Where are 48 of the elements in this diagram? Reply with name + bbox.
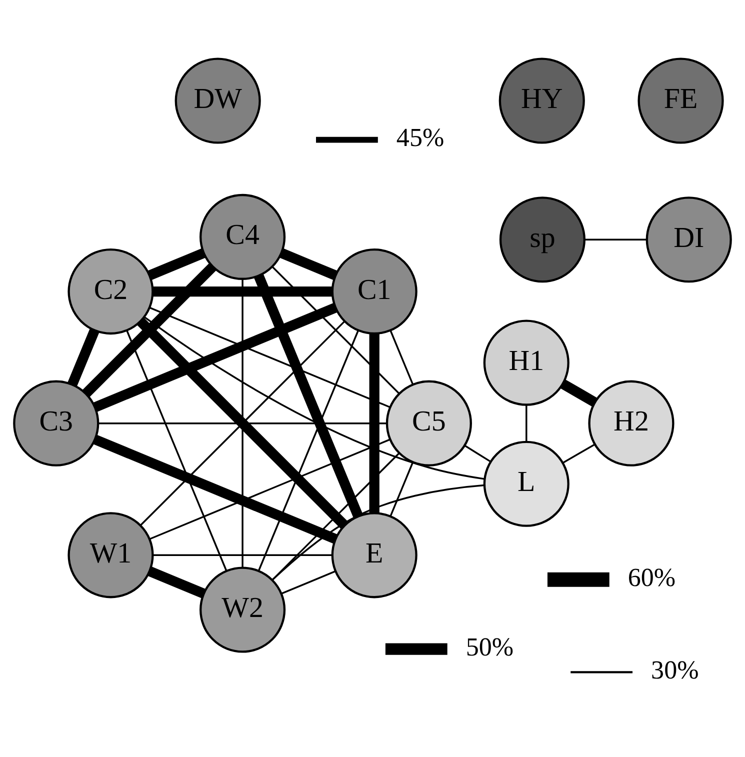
connector bbox=[148, 248, 206, 280]
connector bbox=[144, 316, 484, 480]
connector bbox=[526, 404, 528, 442]
connector bbox=[280, 248, 338, 280]
connector bbox=[93, 303, 338, 412]
node-circle: C2 bbox=[68, 248, 154, 335]
connector bbox=[369, 334, 380, 513]
connector bbox=[242, 278, 244, 568]
legend-label: 45% bbox=[396, 123, 444, 152]
connector bbox=[562, 444, 595, 464]
connector bbox=[152, 554, 332, 556]
connector bbox=[390, 330, 414, 385]
connector bbox=[126, 330, 228, 572]
node-circle: C5 bbox=[386, 380, 472, 466]
connector bbox=[584, 238, 647, 240]
legend-label: 60% bbox=[628, 562, 676, 592]
node-circle: W1 bbox=[68, 512, 154, 598]
node-circle: DW bbox=[174, 58, 261, 144]
legend-label: 30% bbox=[651, 656, 699, 685]
node-circle: HY bbox=[498, 58, 585, 144]
connector bbox=[254, 274, 363, 518]
node-circle: H2 bbox=[588, 380, 674, 466]
node-circle: L bbox=[483, 440, 570, 527]
node-circle: C4 bbox=[200, 194, 286, 280]
connector bbox=[152, 286, 332, 297]
node-circle: FE bbox=[638, 58, 724, 144]
connector bbox=[281, 570, 336, 594]
node-circle: sp bbox=[499, 196, 586, 283]
node-circle: E bbox=[331, 512, 418, 598]
connector bbox=[390, 462, 414, 517]
connector bbox=[148, 566, 206, 598]
connector bbox=[272, 484, 484, 581]
connector bbox=[149, 438, 390, 540]
node-circle: W2 bbox=[200, 566, 286, 653]
node-circle: H1 bbox=[483, 320, 570, 406]
connector bbox=[464, 444, 492, 462]
connector bbox=[560, 380, 597, 406]
connector bbox=[93, 434, 338, 544]
node-circle: C3 bbox=[13, 380, 100, 466]
connector bbox=[82, 263, 216, 397]
connector bbox=[98, 422, 386, 424]
legend-label: 50% bbox=[466, 632, 514, 662]
connector bbox=[68, 328, 100, 386]
connector bbox=[258, 330, 360, 572]
connector bbox=[272, 266, 400, 394]
connector bbox=[149, 306, 390, 408]
node-circle: C1 bbox=[331, 248, 418, 335]
node-circle: DI bbox=[646, 196, 732, 283]
